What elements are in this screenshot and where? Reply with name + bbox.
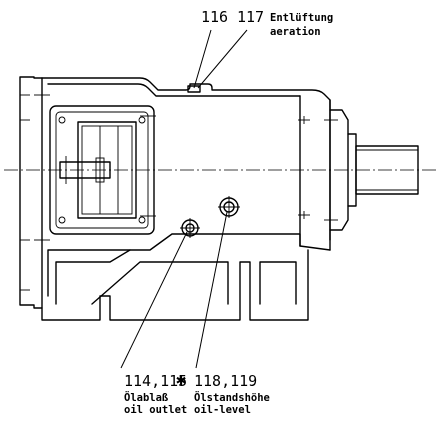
- drain-asterisk-icon: ✱: [176, 370, 186, 390]
- oil-drain-plug: [180, 218, 200, 238]
- vent-label-en: aeration: [270, 26, 321, 38]
- drain-label-de: Ölablaß: [124, 390, 169, 404]
- vent-plug: [187, 83, 201, 93]
- vent-label-de: Entlüftung: [270, 12, 333, 24]
- drain-label-en: oil outlet: [124, 404, 187, 416]
- vent-cap-number-label: 117: [237, 8, 264, 26]
- level-number-label: 118,119: [194, 372, 257, 390]
- level-label-en: oil-level: [194, 404, 251, 416]
- bearing-window: [49, 105, 156, 235]
- drain-number-label: 114,115: [124, 372, 187, 390]
- oil-level-plug: [218, 196, 240, 218]
- leader-118-119: [195, 211, 228, 369]
- main-housing: [41, 77, 331, 321]
- vent-number-label: 116: [201, 8, 228, 26]
- level-label-de: Ölstandshöhe: [194, 390, 270, 404]
- output-shaft: [324, 109, 419, 231]
- leader-116: [193, 29, 212, 89]
- leader-114-115: [120, 231, 188, 369]
- leader-117: [197, 29, 248, 89]
- left-flange: [19, 76, 50, 309]
